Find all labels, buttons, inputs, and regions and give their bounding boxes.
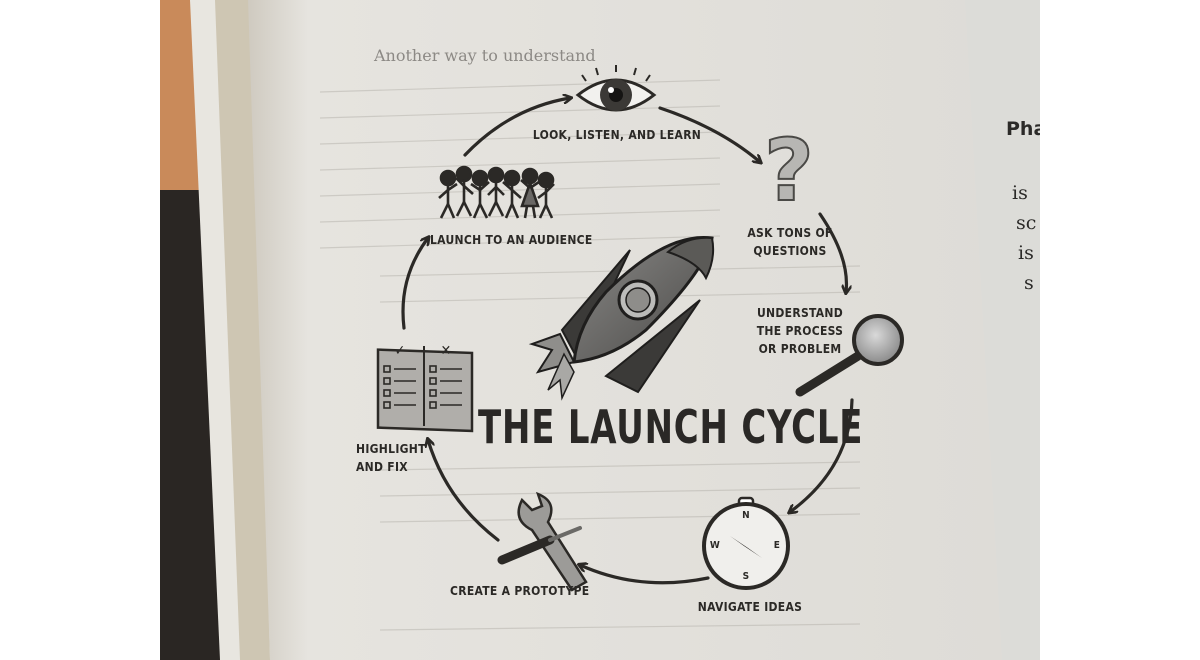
step-look-listen-learn-label: LOOK, LISTEN, AND LEARN — [532, 126, 702, 144]
cycle-arrows — [401, 98, 854, 585]
photo-scene: ? — [160, 0, 1040, 660]
compass-east: E — [773, 540, 781, 551]
checkmark-icon: ✓ — [394, 343, 406, 359]
svg-text:?: ? — [764, 121, 814, 221]
faint-top-text: Another way to understand — [374, 46, 596, 65]
step-label-line: LAUNCH TO AN AUDIENCE — [430, 233, 593, 247]
step-create-prototype-label: CREATE A PROTOTYPE — [450, 582, 589, 600]
tools-icon — [497, 491, 588, 592]
step-launch-label: LAUNCH TO AN AUDIENCE — [430, 231, 592, 249]
crowd-icon — [438, 165, 555, 219]
step-label-line: ASK TONS OF — [747, 226, 833, 240]
step-navigate-label: NAVIGATE IDEAS — [690, 598, 810, 616]
x-mark-icon: ✕ — [440, 343, 452, 359]
step-label-line: QUESTIONS — [753, 244, 827, 258]
step-label-line: HIGHLIGHT — [356, 442, 426, 456]
right-page-line: s — [1024, 272, 1034, 294]
right-page-line: is — [1018, 242, 1034, 264]
photo: ? — [160, 0, 1040, 660]
magnifying-glass-icon — [795, 314, 904, 397]
rocket-icon — [528, 235, 715, 401]
compass-west: W — [709, 540, 721, 551]
compass-south: S — [742, 571, 750, 582]
right-page-heading: Pha — [1006, 118, 1040, 140]
step-label-line: LOOK, LISTEN, AND LEARN — [532, 128, 702, 142]
step-highlight-label: HIGHLIGHT AND FIX — [356, 440, 426, 476]
question-mark-icon: ? — [763, 120, 815, 222]
step-label-line: UNDERSTAND — [756, 306, 844, 320]
step-label-line: NAVIGATE IDEAS — [697, 600, 803, 614]
step-label-line: CREATE A PROTOTYPE — [450, 584, 590, 598]
right-page-line: is — [1012, 182, 1028, 204]
compass-north: N — [742, 510, 750, 521]
diagram-title: THE LAUNCH CYCLE — [478, 400, 864, 454]
step-ask-questions-label: ASK TONS OF QUESTIONS — [730, 224, 850, 260]
eye-icon — [575, 65, 657, 112]
checklist-icon — [376, 346, 474, 433]
step-understand-label: UNDERSTAND THE PROCESS OR PROBLEM — [744, 304, 856, 358]
step-label-line: THE PROCESS — [756, 324, 844, 338]
step-label-line: OR PROBLEM — [758, 342, 842, 356]
step-label-line: AND FIX — [356, 460, 408, 474]
bleed-through-text — [319, 79, 861, 631]
right-page — [960, 0, 1040, 660]
right-page-line: sc — [1016, 212, 1037, 234]
compass-icon — [702, 496, 790, 590]
